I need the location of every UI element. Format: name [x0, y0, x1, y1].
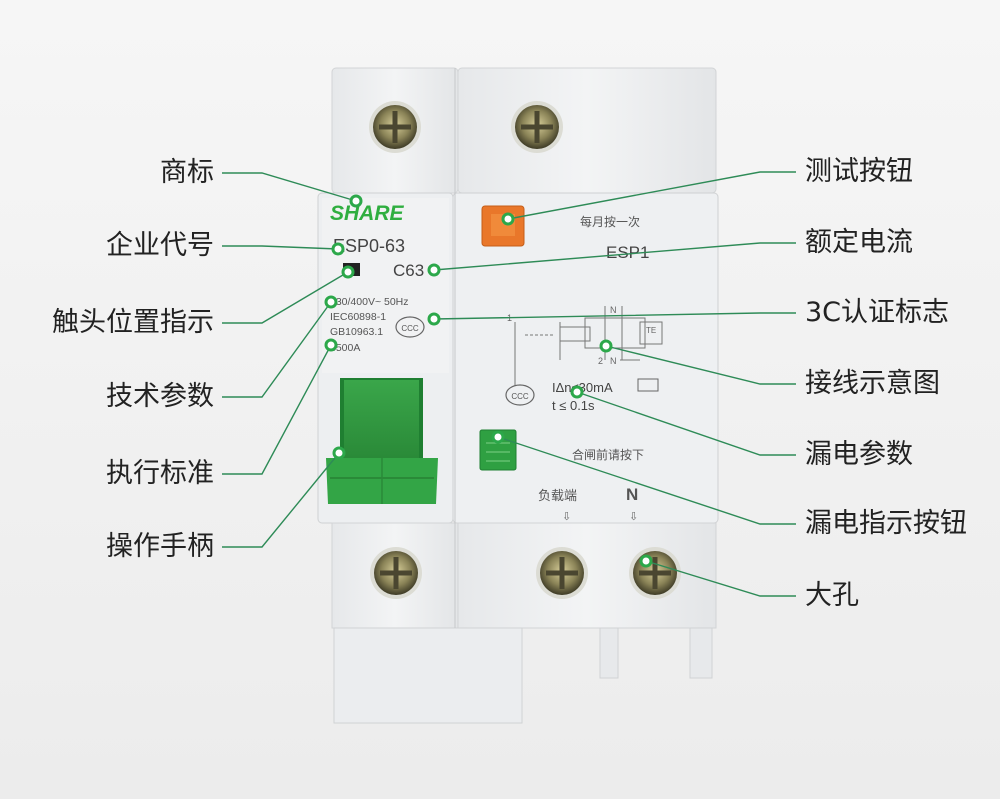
label-test-button: 测试按钮 — [805, 156, 913, 187]
rating-label: C63 — [393, 261, 424, 280]
test-button[interactable] — [481, 205, 525, 247]
spec-voltage: 230/400V~ 50Hz — [330, 296, 409, 308]
terminal-screws — [369, 101, 681, 599]
label-trademark: 商标 — [160, 157, 214, 188]
ccc-mark-left: CCC — [395, 316, 425, 338]
wiring-label-2: 2 — [598, 356, 603, 366]
arrow-neutral-icon: ⇩ — [629, 510, 638, 523]
load-end-label: 负载端 — [538, 489, 577, 504]
spec-gb: GB10963.1 — [330, 326, 383, 338]
leak-time: t ≤ 0.1s — [552, 398, 595, 413]
callout-dots — [324, 194, 653, 568]
spec-breaking: 4500A — [330, 342, 360, 354]
label-company-code: 企业代号 — [106, 230, 214, 261]
callout-lines — [222, 171, 796, 597]
brand-logo: SHARE — [330, 202, 405, 225]
label-contact-position-indicator: 触头位置指示 — [52, 307, 214, 338]
label-wiring-diagram: 接线示意图 — [805, 368, 940, 399]
label-technical-parameters: 技术参数 — [106, 381, 214, 412]
label-large-hole: 大孔 — [805, 580, 859, 611]
neutral-label: N — [626, 485, 638, 504]
label-leakage-parameters: 漏电参数 — [805, 439, 913, 470]
ccc-mark-right: CCC — [505, 384, 535, 406]
label-execution-standard: 执行标准 — [106, 458, 214, 489]
screw-top-right — [511, 101, 563, 153]
screw-bottom-left — [370, 547, 422, 599]
screw-top-left — [369, 101, 421, 153]
wiring-label-n-top: N — [610, 305, 617, 315]
arrow-load-icon: ⇩ — [562, 510, 571, 523]
ccc-mark-right-text: CCC — [511, 392, 529, 401]
wiring-label-te: TE — [646, 326, 656, 335]
model-main: ESP0-63 — [333, 236, 405, 256]
wiring-diagram — [514, 306, 663, 385]
screw-bottom-right — [629, 547, 681, 599]
spec-iec: IEC60898-1 — [330, 311, 386, 323]
label-3c-mark: 3C认证标志 — [805, 297, 950, 328]
label-leakage-indicator-button: 漏电指示按钮 — [805, 508, 967, 539]
screw-bottom-mid — [536, 547, 588, 599]
model-rcd: ESP1 — [606, 243, 649, 262]
label-operating-handle: 操作手柄 — [106, 531, 214, 562]
wiring-label-n-bottom: N — [610, 356, 617, 366]
ac-type-box — [637, 378, 659, 392]
leak-current: IΔn≤30mA — [552, 380, 613, 395]
test-note: 每月按一次 — [580, 214, 640, 229]
reset-note: 合闸前请按下 — [572, 447, 644, 462]
ccc-mark-left-text: CCC — [401, 324, 419, 333]
label-rated-current: 额定电流 — [805, 227, 913, 258]
operating-handle[interactable] — [326, 378, 438, 504]
